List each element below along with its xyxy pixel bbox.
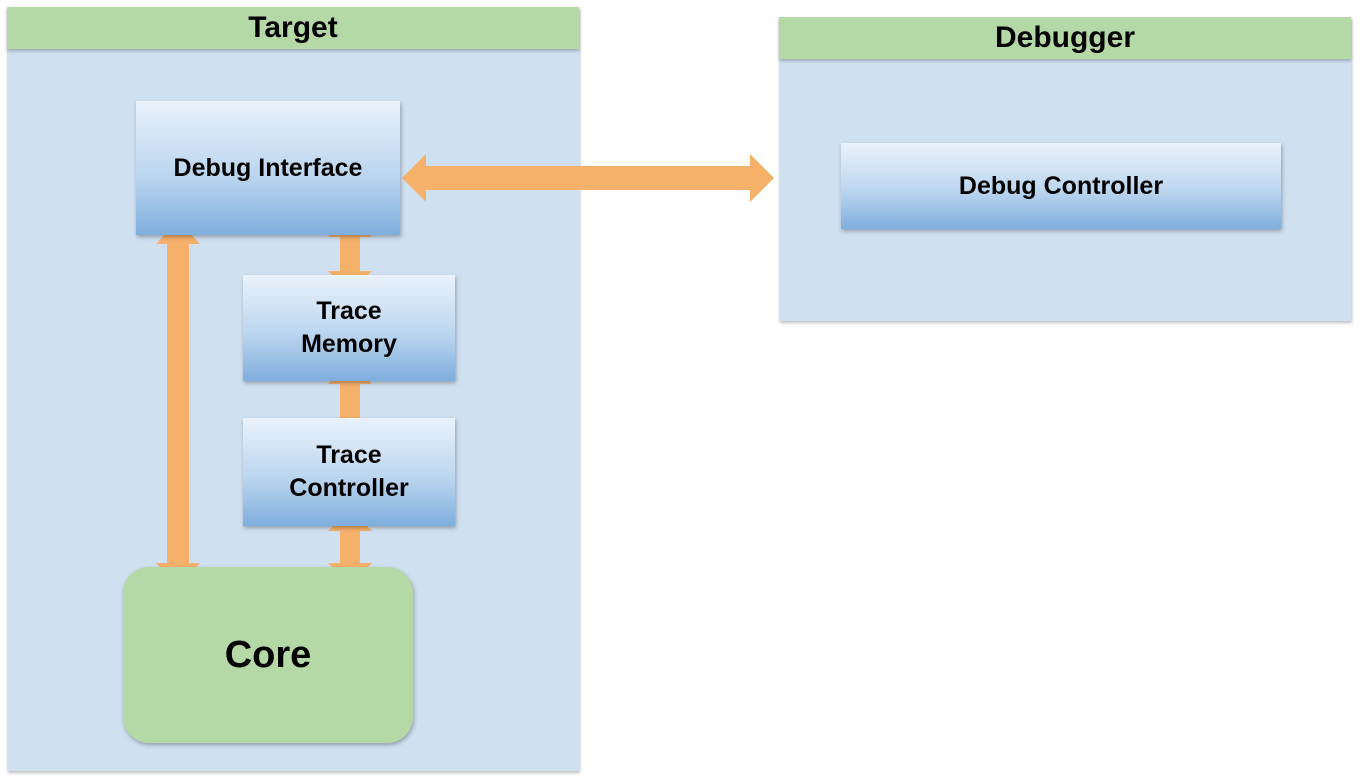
core-block: Core [123,567,413,743]
debug-controller-block: Debug Controller [841,143,1281,229]
trace-controller-block: Trace Controller [243,418,455,526]
trace-memory-block: Trace Memory [243,275,455,381]
debug-interface-block: Debug Interface [136,101,400,235]
target-panel-title: Target [7,7,579,49]
debugger-panel-title: Debugger [779,17,1351,59]
